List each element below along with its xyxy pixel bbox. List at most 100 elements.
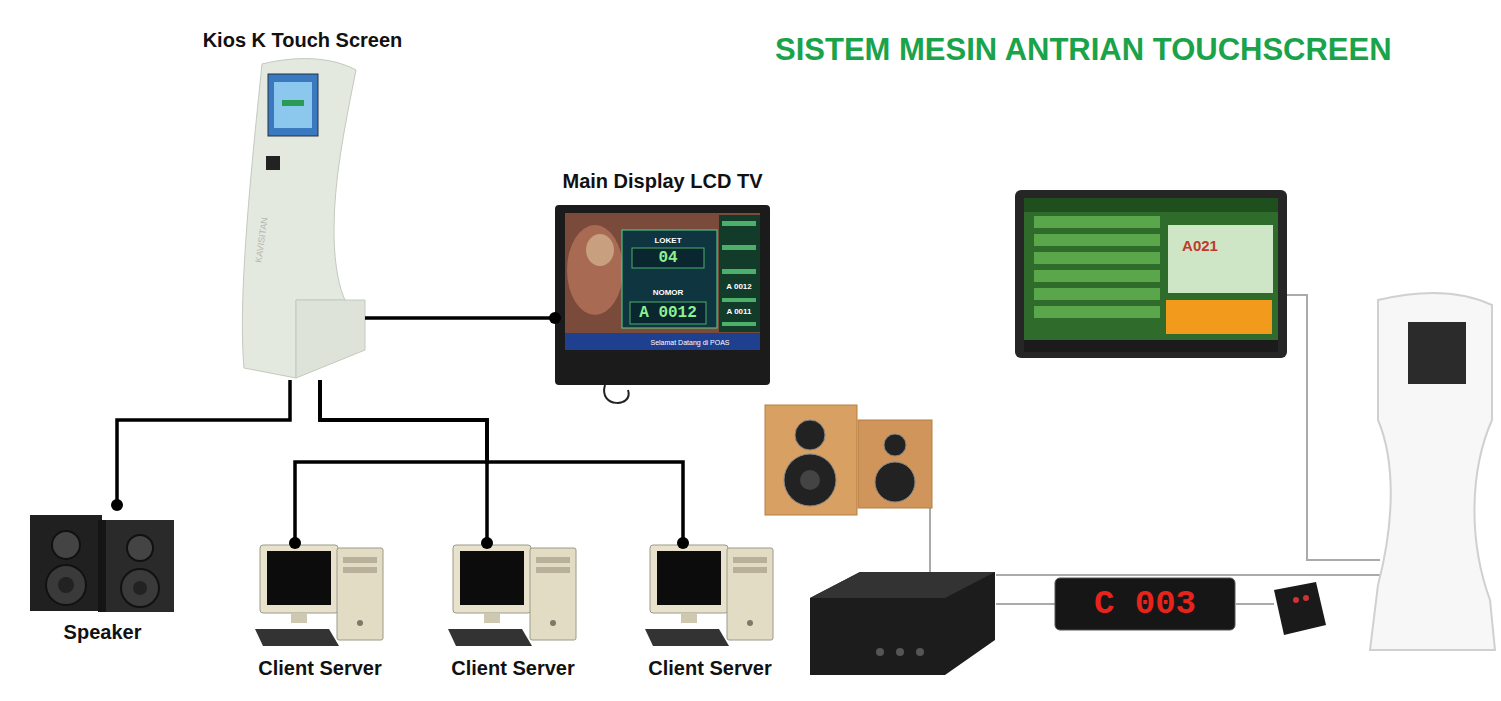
device-label: Client Server (648, 656, 771, 680)
speaker-box (30, 515, 102, 611)
speaker-woofer (875, 462, 915, 502)
monitor-banner (1166, 300, 1272, 334)
speaker-woofer (121, 569, 159, 607)
diagram-title: SISTEM MESIN ANTRIAN TOUCHSCREEN (775, 31, 1392, 68)
queue-number: A 0012 (639, 305, 697, 321)
tv-list (719, 215, 760, 332)
kiosk-card-slot (266, 156, 280, 170)
client-computer: Client Server (448, 543, 578, 648)
connector-line (320, 380, 487, 543)
kiosk-screen-inner (274, 82, 312, 128)
computer-icon (645, 545, 773, 646)
wood-speaker (765, 405, 857, 515)
wire (1236, 603, 1274, 605)
monitor-row (1034, 270, 1160, 282)
monitor-bezel (1024, 340, 1278, 352)
tv-frame (555, 205, 770, 385)
connector-dot (289, 537, 301, 549)
speaker-tweeter (127, 535, 153, 561)
screen-text: LOKET (654, 237, 681, 245)
speaker-cone (133, 581, 147, 595)
kiosk-screen (1408, 322, 1466, 384)
monitor-row (1034, 252, 1160, 264)
monitor-header (1024, 198, 1278, 212)
speaker-cone (58, 577, 74, 593)
kiosk-screen (268, 74, 318, 136)
speaker-cone (800, 470, 820, 490)
kiosk-base (296, 300, 365, 378)
monitor-row (1034, 216, 1160, 228)
led-display (1055, 578, 1235, 630)
connector-dot (677, 537, 689, 549)
tv-list-row (722, 322, 756, 326)
client-computer: Client Server (255, 543, 385, 648)
tv-list-row (722, 245, 756, 250)
speaker-woofer (46, 565, 86, 605)
monitor-row (1034, 234, 1160, 246)
led-number: C 003 (1094, 587, 1196, 621)
client-computer: Client Server (645, 543, 775, 648)
wire (929, 505, 931, 572)
monitor-screen (1024, 198, 1278, 340)
tv-call-box (622, 230, 717, 328)
speaker-woofer (784, 454, 836, 506)
speaker-side (98, 520, 106, 612)
speaker-tweeter (52, 531, 80, 559)
computer-icon (448, 545, 576, 646)
monitor-row (1034, 306, 1160, 318)
speaker-device: Speaker (30, 505, 175, 612)
call-button-key (1293, 597, 1299, 603)
tv-cable (604, 385, 629, 403)
control-knob (916, 648, 924, 656)
connector-line (365, 316, 555, 320)
device-label: Client Server (451, 656, 574, 680)
wire (1287, 295, 1380, 560)
monitor-row (1034, 288, 1160, 300)
queue-number: A 0011 (726, 308, 751, 316)
device-label: Main Display LCD TV (562, 169, 762, 193)
tv-picture (567, 225, 623, 315)
wire (996, 603, 1055, 605)
control-box-top (810, 572, 995, 598)
speaker-box (98, 520, 174, 612)
control-knob (896, 648, 904, 656)
kiosk-button (282, 100, 304, 106)
connector-line (320, 380, 683, 543)
monitor-frame (1015, 190, 1287, 358)
kiosk-device: Kios K Touch Screen (240, 62, 365, 380)
tv-list-row (722, 298, 756, 302)
connector-dot (481, 537, 493, 549)
device-label: Client Server (258, 656, 381, 680)
wire (996, 574, 1380, 576)
tv-screen (565, 213, 760, 350)
connector-line (117, 380, 290, 505)
call-button-key (1303, 595, 1309, 601)
counter-number: 04 (658, 250, 677, 266)
queue-number: A 0012 (726, 283, 752, 291)
speaker-tweeter (795, 420, 825, 450)
queue-number: A021 (1182, 238, 1218, 253)
kiosk-white (1370, 293, 1495, 650)
screen-text: NOMOR (653, 289, 684, 297)
wood-speaker (858, 420, 932, 508)
control-knob (876, 648, 884, 656)
device-label: Kios K Touch Screen (203, 28, 403, 52)
monitor-panel (1168, 225, 1273, 293)
ticker-text: Selamat Datang di POAS (651, 339, 730, 346)
tv-picture (586, 234, 614, 266)
control-box (810, 572, 995, 675)
tv-counter-box (632, 248, 704, 268)
connector-line (295, 380, 487, 543)
connector-dot (111, 499, 123, 511)
computer-icon (255, 545, 383, 646)
tv-list-row (722, 269, 756, 274)
speaker-tweeter (884, 434, 906, 456)
tv-ticker (565, 333, 760, 350)
call-button (1274, 582, 1326, 635)
tv-list-row (722, 221, 756, 226)
connector-dot (549, 312, 561, 324)
device-label: Speaker (64, 620, 142, 644)
